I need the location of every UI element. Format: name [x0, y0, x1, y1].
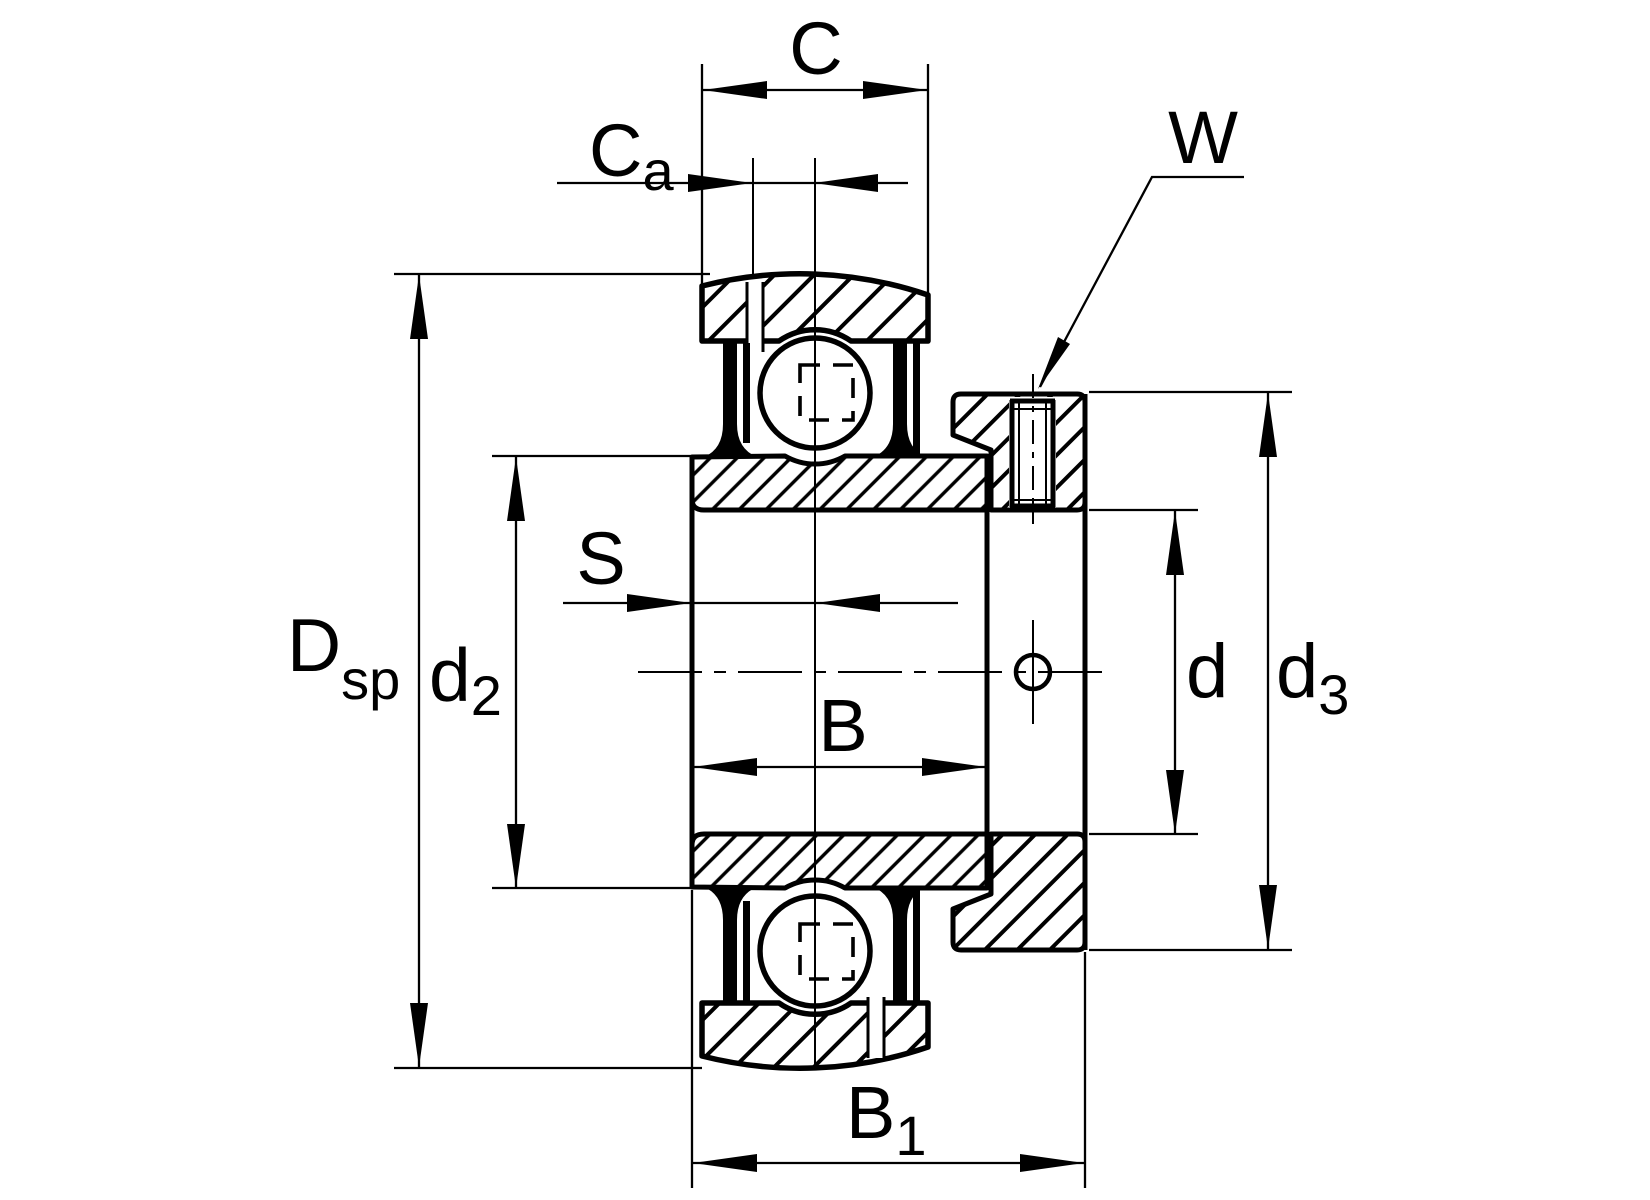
arrow-S-right — [816, 594, 880, 612]
dimension-arrows — [410, 81, 1277, 1172]
arrow-Dsp-top — [410, 275, 428, 339]
arrow-B-left — [693, 758, 757, 776]
arrow-B1-left — [693, 1154, 757, 1172]
seal-top-right — [873, 343, 926, 457]
seals — [704, 343, 926, 1001]
arrow-B-right — [922, 758, 986, 776]
ball-bottom-cage-pocket-hidden-line — [798, 922, 855, 981]
arrow-W-leader — [1038, 337, 1070, 389]
lube-hole-top — [747, 281, 763, 353]
arrow-Dsp-bottom — [410, 1003, 428, 1067]
label-d2: d2 — [429, 633, 502, 727]
label-S: S — [576, 517, 625, 600]
arrow-d-bottom — [1166, 770, 1184, 834]
set-screw — [1009, 374, 1056, 524]
label-d: d — [1186, 629, 1228, 714]
arrow-C-left — [703, 81, 767, 99]
arrow-d2-top — [507, 457, 525, 521]
label-Ca: Ca — [589, 109, 674, 202]
label-W: W — [1168, 96, 1238, 179]
seal-lip-bottom-right — [913, 889, 920, 1001]
inner-ring-bottom-section — [689, 831, 990, 891]
arrow-B1-right — [1020, 1154, 1084, 1172]
ball-top-cage-pocket-hidden-line — [798, 363, 855, 422]
label-d3: d3 — [1276, 629, 1349, 726]
leader-W — [1038, 175, 1244, 388]
arrow-S-left — [627, 594, 691, 612]
label-Dsp: Dsp — [287, 603, 400, 711]
arrow-C-right — [863, 81, 927, 99]
lubrication-holes — [745, 281, 886, 1058]
seal-lip-top-right — [913, 343, 920, 455]
label-B1: B1 — [846, 1071, 927, 1167]
arrow-d3-top — [1259, 393, 1277, 457]
seal-bottom-left — [704, 887, 757, 1001]
arrow-Ca-left — [688, 174, 752, 192]
label-B: B — [818, 684, 867, 767]
label-C: C — [789, 7, 842, 90]
inner-ring-top-section — [689, 453, 990, 513]
arrow-d-top — [1166, 511, 1184, 575]
lube-hole-bottom — [868, 996, 884, 1058]
seal-bottom-right — [873, 887, 926, 1001]
seal-lip-top-left — [743, 343, 750, 443]
seal-top-left — [704, 343, 757, 457]
arrow-Ca-right — [814, 174, 878, 192]
arrow-d2-bottom — [507, 824, 525, 888]
dimension-labels: C Ca W Dsp d2 S B d d3 B1 — [287, 7, 1349, 1167]
seal-lip-bottom-left — [743, 901, 750, 1001]
arrow-d3-bottom — [1259, 885, 1277, 949]
